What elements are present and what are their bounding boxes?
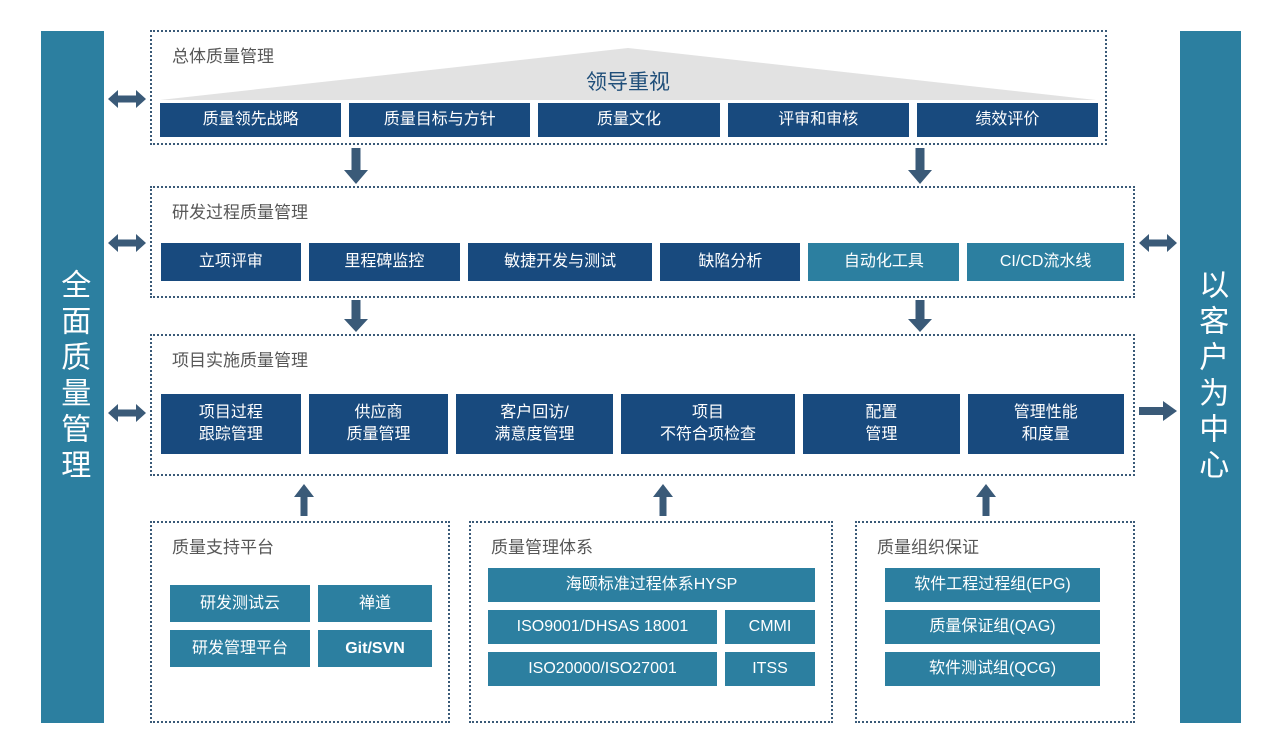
bidirectional-arrow-left-overall [108, 88, 146, 110]
quality-support-platform-grid: 研发测试云 禅道 研发管理平台 Git/SVN [170, 585, 432, 667]
chip-cicd-pipeline[interactable]: CI/CD流水线 [967, 243, 1124, 281]
chip-label: 质量领先战略 [202, 111, 299, 129]
chip-project-process-tracking[interactable]: 项目过程 跟踪管理 [161, 394, 301, 454]
chip-label-line2: 和度量 [1021, 426, 1070, 443]
chip-label: 立项评审 [198, 253, 263, 271]
chip-label: ISO9001/DHSAS 18001 [516, 618, 689, 636]
chip-quality-culture[interactable]: 质量文化 [538, 103, 720, 137]
chip-qag-quality-assurance-group[interactable]: 质量保证组(QAG) [885, 610, 1100, 644]
rd-process-chip-row: 立项评审 里程碑监控 敏捷开发与测试 缺陷分析 自动化工具 CI/CD流水线 [161, 243, 1124, 281]
chip-supplier-quality-management[interactable]: 供应商 质量管理 [308, 394, 449, 454]
chip-label-line2: 满意度管理 [494, 426, 575, 443]
chip-label: 敏捷开发与测试 [504, 253, 617, 271]
chip-label-line1: 项目 [691, 404, 724, 422]
right-sidebar-customer-centric: 以客户为中心 [1180, 31, 1241, 723]
chip-label: 禅道 [358, 594, 391, 612]
panel-overall-title: 总体质量管理 [172, 47, 274, 66]
chip-label-line2: 不符合项检查 [659, 426, 756, 443]
chip-configuration-management[interactable]: 配置 管理 [803, 394, 960, 454]
chip-performance-evaluation[interactable]: 绩效评价 [916, 103, 1099, 137]
chip-label-line1: 供应商 [354, 404, 403, 422]
chip-project-nonconformity-check[interactable]: 项目 不符合项检查 [620, 394, 796, 454]
chip-label: ITSS [752, 660, 788, 678]
chip-zentao[interactable]: 禅道 [318, 585, 432, 622]
chip-label-line1: 配置 [865, 404, 898, 422]
chip-review-and-audit[interactable]: 评审和审核 [727, 103, 909, 137]
chip-label: 海颐标准过程体系HYSP [565, 576, 738, 594]
chip-label: 研发测试云 [199, 594, 280, 612]
panel-quality-support-platform: 质量支持平台 [150, 521, 450, 723]
chip-label: CMMI [748, 618, 792, 636]
chip-management-performance-metrics[interactable]: 管理性能 和度量 [967, 394, 1124, 454]
up-arrow-org-to-impl [976, 484, 996, 516]
right-sidebar-label: 以客户为中心 [1194, 269, 1228, 485]
chip-label: 缺陷分析 [698, 253, 763, 271]
chip-cmmi[interactable]: CMMI [725, 610, 815, 644]
bidirectional-arrow-right-rd [1139, 232, 1177, 254]
chip-label-line1: 管理性能 [1013, 404, 1078, 422]
chip-quality-leading-strategy[interactable]: 质量领先战略 [160, 103, 342, 137]
panel-rd-process-quality-management: 研发过程质量管理 [150, 186, 1135, 298]
chip-defect-analysis[interactable]: 缺陷分析 [660, 243, 801, 281]
chip-label-line1: 客户回访/ [500, 404, 569, 422]
chip-qcg-software-test-group[interactable]: 软件测试组(QCG) [885, 652, 1100, 686]
left-sidebar-label: 全面质量管理 [56, 269, 90, 485]
chip-milestone-monitoring[interactable]: 里程碑监控 [308, 243, 460, 281]
chip-label: 里程碑监控 [344, 253, 425, 271]
chip-label: 研发管理平台 [191, 639, 288, 657]
chip-label: 绩效评价 [975, 111, 1040, 129]
chip-hysp-standard-process-system[interactable]: 海颐标准过程体系HYSP [488, 568, 815, 602]
project-implementation-chip-row: 项目过程 跟踪管理 供应商 质量管理 客户回访/ 满意度管理 项目 不符合项检查… [161, 394, 1124, 454]
up-arrow-system-to-impl [653, 484, 673, 516]
chip-label-line2: 跟踪管理 [198, 426, 263, 443]
chip-label: ISO20000/ISO27001 [528, 660, 677, 678]
chip-automation-tools[interactable]: 自动化工具 [808, 243, 960, 281]
panel-support-title: 质量支持平台 [172, 538, 274, 557]
chip-git-svn[interactable]: Git/SVN [318, 630, 432, 667]
chip-label: 软件测试组(QCG) [928, 660, 1057, 678]
chip-quality-goal-policy[interactable]: 质量目标与方针 [349, 103, 531, 137]
chip-project-initiation-review[interactable]: 立项评审 [161, 243, 301, 281]
panel-org-title: 质量组织保证 [877, 538, 979, 557]
panel-system-title: 质量管理体系 [491, 538, 593, 557]
chip-label-line2: 质量管理 [346, 426, 411, 443]
chip-label: 质量目标与方针 [383, 111, 496, 129]
right-arrow-impl-to-customer [1139, 400, 1177, 422]
chip-itss[interactable]: ITSS [725, 652, 815, 686]
chip-customer-revisit-satisfaction[interactable]: 客户回访/ 满意度管理 [456, 394, 613, 454]
chip-agile-dev-and-test[interactable]: 敏捷开发与测试 [467, 243, 653, 281]
chip-epg-engineering-process-group[interactable]: 软件工程过程组(EPG) [885, 568, 1100, 602]
chip-label: 自动化工具 [843, 253, 924, 271]
chip-iso20000-iso27001[interactable]: ISO20000/ISO27001 [488, 652, 717, 686]
chip-rd-test-cloud[interactable]: 研发测试云 [170, 585, 310, 622]
chip-label: CI/CD流水线 [999, 253, 1092, 271]
chip-iso9001-dhsas18001[interactable]: ISO9001/DHSAS 18001 [488, 610, 717, 644]
quality-organization-assurance-grid: 软件工程过程组(EPG) 质量保证组(QAG) 软件测试组(QCG) [885, 568, 1100, 686]
chip-label: 软件工程过程组(EPG) [914, 576, 1071, 594]
down-arrow-overall-to-rd-left [344, 148, 368, 184]
chip-label: 质量保证组(QAG) [929, 618, 1056, 636]
panel-impl-title: 项目实施质量管理 [172, 351, 308, 370]
overall-quality-chip-row: 质量领先战略 质量目标与方针 质量文化 评审和审核 绩效评价 [160, 103, 1099, 137]
chip-label: Git/SVN [345, 639, 405, 657]
left-sidebar-total-quality-management: 全面质量管理 [41, 31, 104, 723]
quality-management-system-grid: 海颐标准过程体系HYSP ISO9001/DHSAS 18001 CMMI IS… [488, 568, 815, 686]
chip-label-line2: 管理 [865, 426, 898, 443]
bidirectional-arrow-left-rd [108, 232, 146, 254]
chip-label: 质量文化 [597, 111, 662, 129]
down-arrow-overall-to-rd-right [908, 148, 932, 184]
bidirectional-arrow-left-impl [108, 402, 146, 424]
down-arrow-rd-to-impl-left [344, 300, 368, 332]
chip-rd-management-platform[interactable]: 研发管理平台 [170, 630, 310, 667]
chip-label: 评审和审核 [778, 111, 859, 129]
down-arrow-rd-to-impl-right [908, 300, 932, 332]
up-arrow-support-to-impl [294, 484, 314, 516]
leadership-emphasis-banner: 领导重视 [160, 48, 1096, 100]
leadership-emphasis-label: 领导重视 [586, 71, 670, 94]
panel-rd-title: 研发过程质量管理 [172, 203, 308, 222]
chip-label-line1: 项目过程 [198, 404, 263, 422]
